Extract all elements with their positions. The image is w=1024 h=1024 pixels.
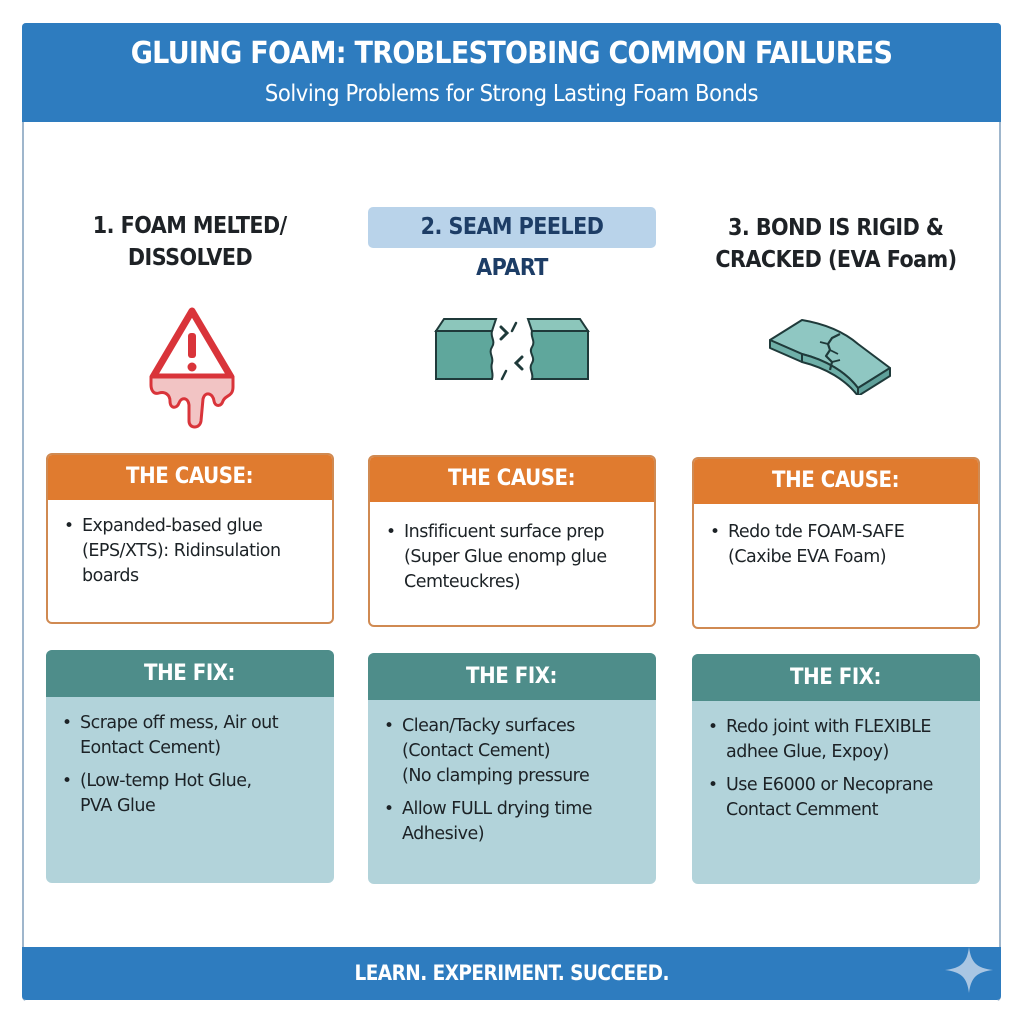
cause-list: Expanded-based glue (EPS/XTS): Ridinsula… <box>48 500 332 589</box>
footer-tagline: LEARN. EXPERIMENT. SUCCEED. <box>354 961 669 985</box>
fix-item: Clean/Tacky surfaces (Contact Cement) (N… <box>384 714 648 789</box>
fix-item: (Low-temp Hot Glue, PVA Glue <box>62 769 326 819</box>
fix-item: Use E6000 or Necoprane Contact Cemment <box>708 773 972 823</box>
fix-item: Allow FULL drying time Adhesive) <box>384 797 648 847</box>
fix-card-2: THE FIX: Clean/Tacky surfaces (Contact C… <box>368 653 656 884</box>
melting-warning-triangle-icon <box>149 307 235 429</box>
cause-card-header: THE CAUSE: <box>48 455 332 500</box>
split-foam-seam-icon <box>434 318 590 381</box>
column-1-title: 1. FOAM MELTED/ DISSOLVED <box>92 213 287 271</box>
sparkle-icon <box>945 947 993 993</box>
cause-card-3: THE CAUSE: Redo tde FOAM-SAFE (Caxibe EV… <box>692 457 980 629</box>
fix-card-1: THE FIX: Scrape off mess, Air out Eontac… <box>46 650 334 883</box>
cause-item: Insfificuent surface prep (Super Glue en… <box>386 520 646 595</box>
cause-card-1: THE CAUSE: Expanded-based glue (EPS/XTS)… <box>46 453 334 624</box>
cause-item: Redo tde FOAM-SAFE (Caxibe EVA Foam) <box>710 520 970 570</box>
fix-list: Redo joint with FLEXIBLE adhee Glue, Exp… <box>692 701 980 823</box>
cause-item: Expanded-based glue (EPS/XTS): Ridinsula… <box>64 514 324 589</box>
fix-card-header: THE FIX: <box>368 653 656 700</box>
fix-item: Redo joint with FLEXIBLE adhee Glue, Exp… <box>708 715 972 765</box>
cracked-foam-sheet-icon <box>769 319 891 395</box>
page-title: GLUING FOAM: TROBLESTOBING COMMON FAILUR… <box>130 36 893 71</box>
header-banner: GLUING FOAM: TROBLESTOBING COMMON FAILUR… <box>22 23 1001 122</box>
cause-card-header: THE CAUSE: <box>694 459 978 504</box>
fix-item: Scrape off mess, Air out Eontact Cement) <box>62 711 326 761</box>
page-subtitle: Solving Problems for Strong Lasting Foam… <box>264 81 759 107</box>
cause-card-header: THE CAUSE: <box>370 457 654 502</box>
cause-list: Redo tde FOAM-SAFE (Caxibe EVA Foam) <box>694 504 978 570</box>
cause-list: Insfificuent surface prep (Super Glue en… <box>370 502 654 595</box>
footer-banner: LEARN. EXPERIMENT. SUCCEED. <box>22 947 1001 1000</box>
fix-card-3: THE FIX: Redo joint with FLEXIBLE adhee … <box>692 654 980 884</box>
fix-card-header: THE FIX: <box>46 650 334 697</box>
column-2-title: 2. SEAM PEELED APART <box>368 207 656 281</box>
column-3-title: 3. BOND IS RIGID & CRACKED (EVA Foam) <box>714 215 957 273</box>
fix-list: Scrape off mess, Air out Eontact Cement)… <box>46 697 334 819</box>
fix-list: Clean/Tacky surfaces (Contact Cement) (N… <box>368 700 656 847</box>
cause-card-2: THE CAUSE: Insfificuent surface prep (Su… <box>368 455 656 627</box>
fix-card-header: THE FIX: <box>692 654 980 701</box>
